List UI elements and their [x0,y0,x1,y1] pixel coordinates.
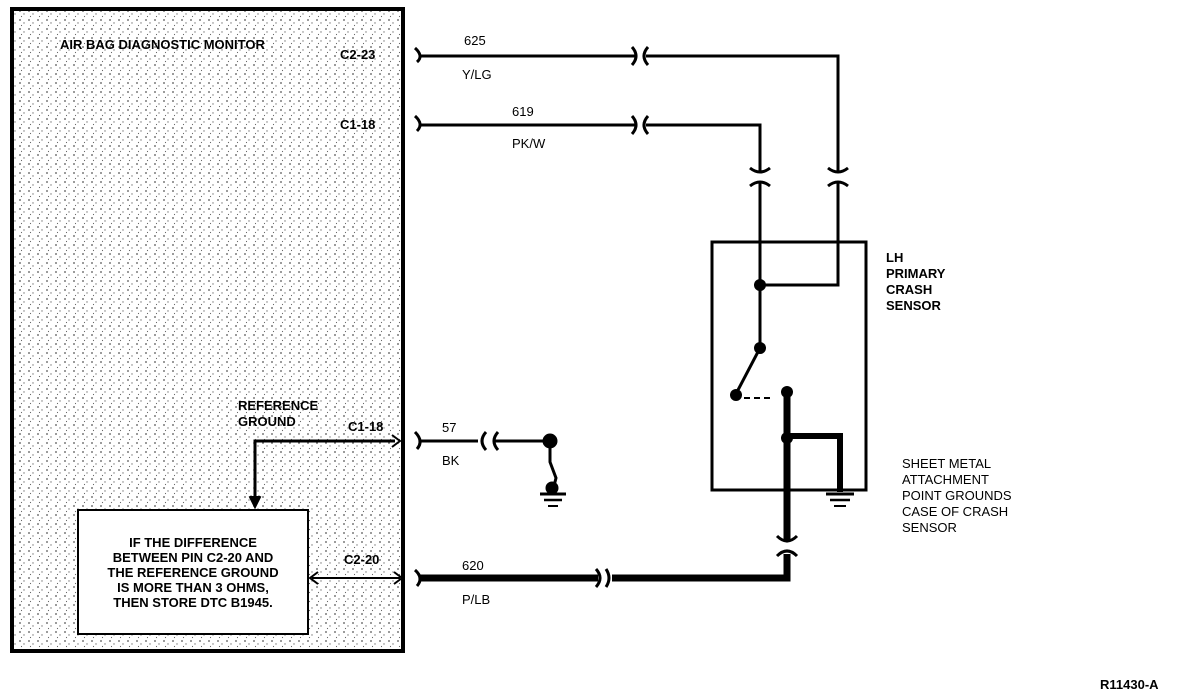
wire-57-circuit: 57 [442,420,457,435]
wire-620 [308,534,799,588]
pin-label-c1-18-top: C1-18 [340,117,376,132]
wire-57 [248,430,566,510]
wire-619-circuit: 619 [512,104,534,119]
note-box [77,509,309,635]
wire-625-color: Y/LG [462,67,492,82]
wire-57-color: BK [442,453,460,468]
wire-620-color: P/LB [462,592,491,607]
reference-ground-label: REFERENCE GROUND [238,398,319,429]
pin-label-c2-23: C2-23 [340,47,376,62]
wire-619 [413,114,771,348]
wire-625-circuit: 625 [464,33,486,48]
diagnostic-note: IF THE DIFFERENCE BETWEEN PIN C2-20 AND … [107,534,279,610]
wire-625 [413,46,849,287]
ground-note: SHEET METAL ATTACHMENT POINT GROUNDS CAS… [902,456,1012,535]
crash-sensor [710,240,868,540]
figure-id: R11430-A [1100,677,1159,692]
sensor-label: LH PRIMARY CRASH SENSOR [886,250,946,313]
wire-620-circuit: 620 [462,558,484,573]
wire-619-color: PK/W [512,136,546,151]
pin-label-c1-18-ground: C1-18 [348,419,384,434]
module-title: AIR BAG DIAGNOSTIC MONITOR [60,37,265,52]
pin-label-c2-20: C2-20 [344,552,380,567]
